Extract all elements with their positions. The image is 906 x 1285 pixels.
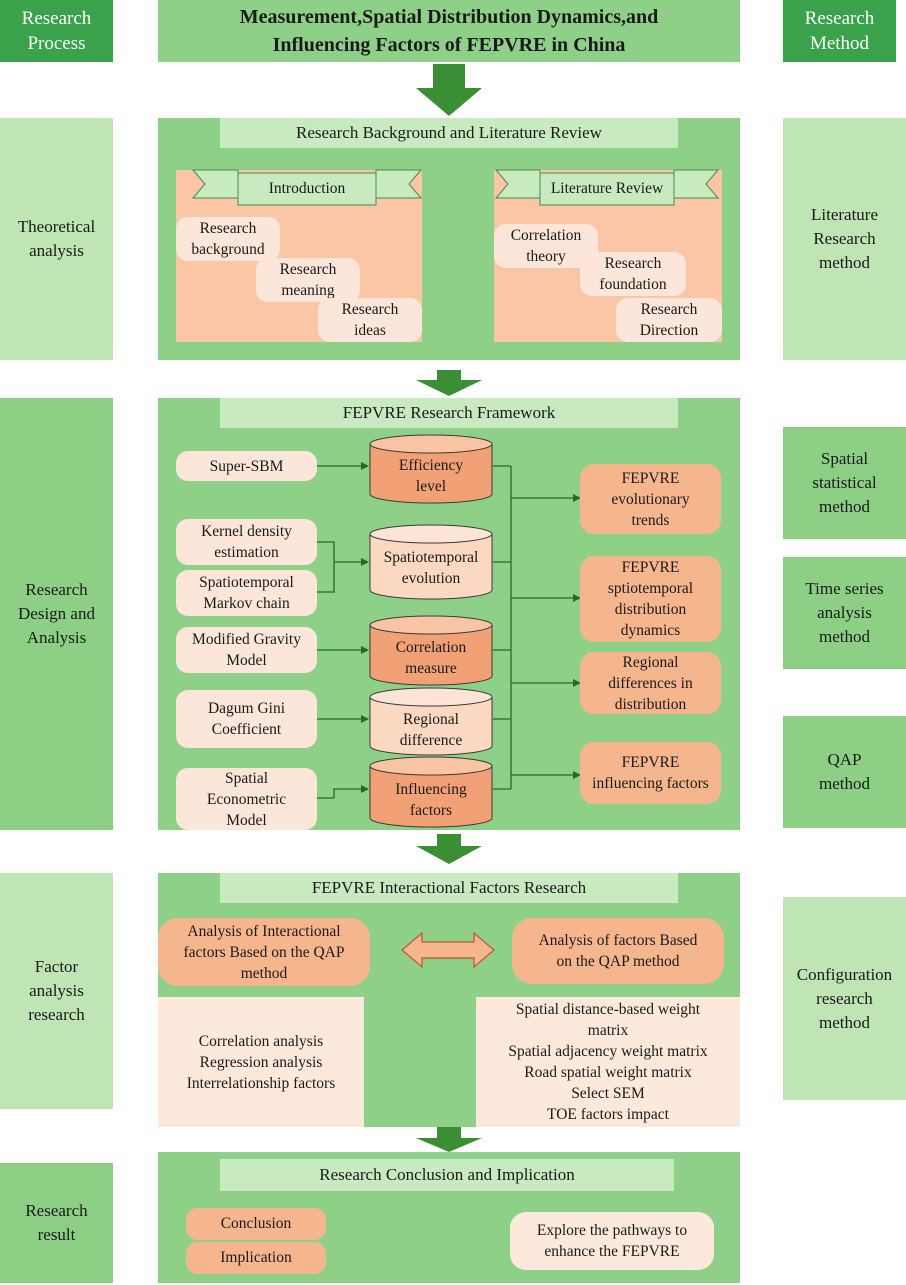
- interactional-left-box: Analysis of Interactional factors Based …: [158, 918, 370, 986]
- down-arrow-2: [416, 370, 482, 396]
- diagram-title: Measurement,Spatial Distribution Dynamic…: [158, 0, 740, 62]
- conclusion-item: Conclusion: [186, 1208, 326, 1240]
- framework-output: FEPVRE sptiotemporal distribution dynami…: [580, 556, 721, 642]
- stage-research-result: Research result: [0, 1163, 113, 1283]
- method-qap: QAP method: [783, 716, 906, 828]
- introduction-label: Introduction: [268, 180, 346, 197]
- framework-output: FEPVRE evolutionary trends: [580, 464, 721, 534]
- interactional-title: FEPVRE Interactional Factors Research: [220, 873, 678, 903]
- method-spatial-statistical: Spatial statistical method: [783, 427, 906, 539]
- interactional-right-items: Spatial distance-based weight matrix Spa…: [476, 997, 740, 1127]
- cylinder-label: Efficiency level: [398, 457, 464, 495]
- cylinder-label: Correlation measure: [395, 639, 467, 677]
- method-literature: Literature Research method: [783, 118, 906, 360]
- cylinder-label: Influencing factors: [395, 781, 467, 819]
- framework-method: Spatial Econometric Model: [176, 768, 317, 830]
- framework-output: Regional differences in distribution: [580, 652, 721, 714]
- implication-item: Implication: [186, 1242, 326, 1274]
- intro-item: Research ideas: [318, 298, 422, 342]
- down-arrow-1: [416, 64, 482, 116]
- stage-theoretical-analysis: Theoretical analysis: [0, 118, 113, 360]
- framework-output: FEPVRE influencing factors: [580, 742, 721, 804]
- research-process-header: Research Process: [0, 0, 113, 62]
- down-arrow-4: [416, 1127, 482, 1152]
- intro-item: Research background: [176, 217, 280, 261]
- interactional-right-box: Analysis of factors Based on the QAP met…: [512, 918, 724, 984]
- cylinder-label: Regional difference: [399, 711, 463, 749]
- framework-method: Dagum Gini Coefficient: [176, 690, 317, 748]
- framework-title: FEPVRE Research Framework: [220, 398, 678, 428]
- down-arrow-3: [416, 834, 482, 864]
- stage-research-design: Research Design and Analysis: [0, 398, 113, 830]
- cylinder-label: Spatiotemporal evolution: [383, 549, 479, 587]
- framework-method: Modified Gravity Model: [176, 627, 317, 673]
- literature-item: Research Direction: [616, 298, 722, 342]
- literature-label: Literature Review: [550, 180, 664, 197]
- background-title: Research Background and Literature Revie…: [220, 118, 678, 148]
- intro-item: Research meaning: [256, 258, 360, 302]
- framework-method: Super-SBM: [176, 451, 317, 481]
- literature-item: Research foundation: [580, 252, 686, 296]
- method-configuration: Configuration research method: [783, 897, 906, 1100]
- explore-pathways-box: Explore the pathways to enhance the FEPV…: [510, 1212, 714, 1270]
- research-method-header: Research Method: [783, 0, 896, 62]
- framework-method: Spatiotemporal Markov chain: [176, 570, 317, 616]
- method-time-series: Time series analysis method: [783, 557, 906, 669]
- conclusion-title: Research Conclusion and Implication: [220, 1159, 674, 1191]
- interactional-left-items: Correlation analysis Regression analysis…: [158, 997, 364, 1127]
- framework-method: Kernel density estimation: [176, 519, 317, 565]
- stage-factor-analysis: Factor analysis research: [0, 873, 113, 1109]
